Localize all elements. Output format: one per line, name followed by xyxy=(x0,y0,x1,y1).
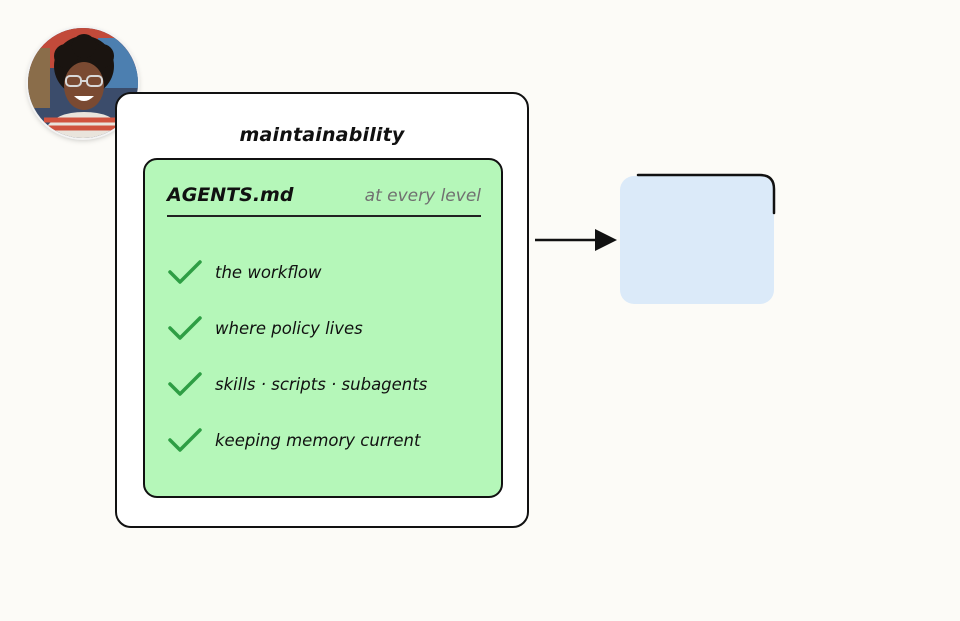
checkmark-icon xyxy=(168,260,202,284)
outer-title: maintainability xyxy=(239,124,405,146)
checklist: the workflow where policy lives skills ·… xyxy=(167,244,427,468)
checklist-item-label: where policy lives xyxy=(215,318,363,338)
card-title: AGENTS.md xyxy=(167,184,294,206)
card-subtitle: at every level xyxy=(364,186,481,206)
target-box xyxy=(620,176,774,304)
checklist-item-label: keeping memory current xyxy=(215,430,421,450)
checklist-item: skills · scripts · subagents xyxy=(167,356,427,412)
checkmark-icon xyxy=(168,372,202,396)
checkmark-icon xyxy=(168,428,202,452)
checklist-item-label: skills · scripts · subagents xyxy=(215,374,428,394)
maintainability-container: maintainability AGENTS.md at every level… xyxy=(115,92,529,528)
arrow-right-icon xyxy=(535,229,617,251)
checklist-item-label: the workflow xyxy=(215,262,322,282)
checkmark-icon xyxy=(168,316,202,340)
agents-md-card: AGENTS.md at every level the workflow wh… xyxy=(143,158,503,498)
title-divider xyxy=(167,215,481,217)
target-box-outline xyxy=(636,173,776,215)
checklist-item: where policy lives xyxy=(167,300,427,356)
checklist-item: keeping memory current xyxy=(167,412,427,468)
checklist-item: the workflow xyxy=(167,244,427,300)
